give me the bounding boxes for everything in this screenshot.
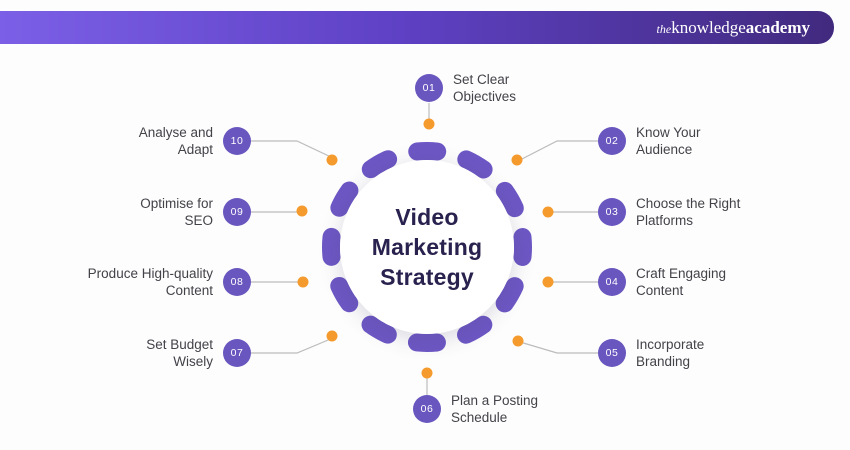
- item-10-label: Analyse and Adapt: [138, 124, 213, 158]
- anchor-dot-05: [512, 335, 524, 347]
- anchor-dot-10: [326, 154, 338, 166]
- item-03-label: Choose the Right Platforms: [636, 195, 741, 229]
- item-09-number-badge: 09: [223, 198, 251, 226]
- item-06-number-badge: 06: [413, 395, 441, 423]
- item-02-number-badge: 02: [598, 127, 626, 155]
- item-08-label: Produce High-quality Content: [87, 265, 213, 299]
- connector-10: [251, 140, 334, 159]
- item-01-number-badge: 01: [415, 74, 443, 102]
- header-banner: theknowledgeacademy: [0, 11, 834, 44]
- center-circle: Video Marketing Strategy: [340, 160, 514, 334]
- dashed-ring: [322, 142, 532, 352]
- anchor-dot-02: [511, 154, 523, 166]
- item-05-number-badge: 05: [598, 339, 626, 367]
- anchor-dot-07: [326, 330, 338, 342]
- item-08: 08 Produce High-quality Content: [88, 264, 251, 300]
- connector-07: [251, 337, 334, 354]
- item-01: 01 Set Clear Objectives: [415, 70, 516, 106]
- item-06-label: Plan a Posting Schedule: [451, 392, 539, 426]
- item-05: 05 Incorporate Branding: [598, 335, 704, 371]
- item-09-label: Optimise for SEO: [140, 195, 213, 229]
- item-07-number-badge: 07: [223, 339, 251, 367]
- item-04: 04 Craft Engaging Content: [598, 264, 726, 300]
- item-09: 09 Optimise for SEO: [140, 194, 251, 230]
- item-01-label: Set Clear Objectives: [453, 71, 517, 105]
- item-10: 10 Analyse and Adapt: [139, 123, 251, 159]
- item-04-number-badge: 04: [598, 268, 626, 296]
- item-08-number-badge: 08: [223, 268, 251, 296]
- brand-logo-knowledge: knowledge: [671, 18, 746, 37]
- anchor-dot-01: [423, 118, 435, 130]
- item-02-label: Know Your Audience: [636, 124, 701, 158]
- item-10-number-badge: 10: [223, 127, 251, 155]
- center-title: Video Marketing Strategy: [371, 204, 483, 290]
- connector-02: [519, 140, 598, 161]
- anchor-dot-03: [542, 206, 554, 218]
- item-05-label: Incorporate Branding: [636, 336, 705, 370]
- item-07-label: Set Budget Wisely: [146, 336, 213, 370]
- item-03: 03 Choose the Right Platforms: [598, 194, 740, 230]
- brand-logo-academy: academy: [745, 18, 810, 37]
- item-04-label: Craft Engaging Content: [636, 265, 727, 299]
- anchor-dot-06: [421, 367, 433, 379]
- brand-logo: theknowledgeacademy: [657, 19, 810, 36]
- brand-logo-the: the: [656, 22, 672, 36]
- connector-lines: [251, 103, 598, 395]
- item-02: 02 Know Your Audience: [598, 123, 701, 159]
- item-03-number-badge: 03: [598, 198, 626, 226]
- anchor-dot-04: [542, 276, 554, 288]
- connector-05: [519, 341, 598, 354]
- item-07: 07 Set Budget Wisely: [146, 335, 251, 371]
- anchor-dots: [296, 118, 554, 379]
- anchor-dot-08: [297, 276, 309, 288]
- anchor-dot-09: [296, 205, 308, 217]
- item-06: 06 Plan a Posting Schedule: [413, 391, 538, 427]
